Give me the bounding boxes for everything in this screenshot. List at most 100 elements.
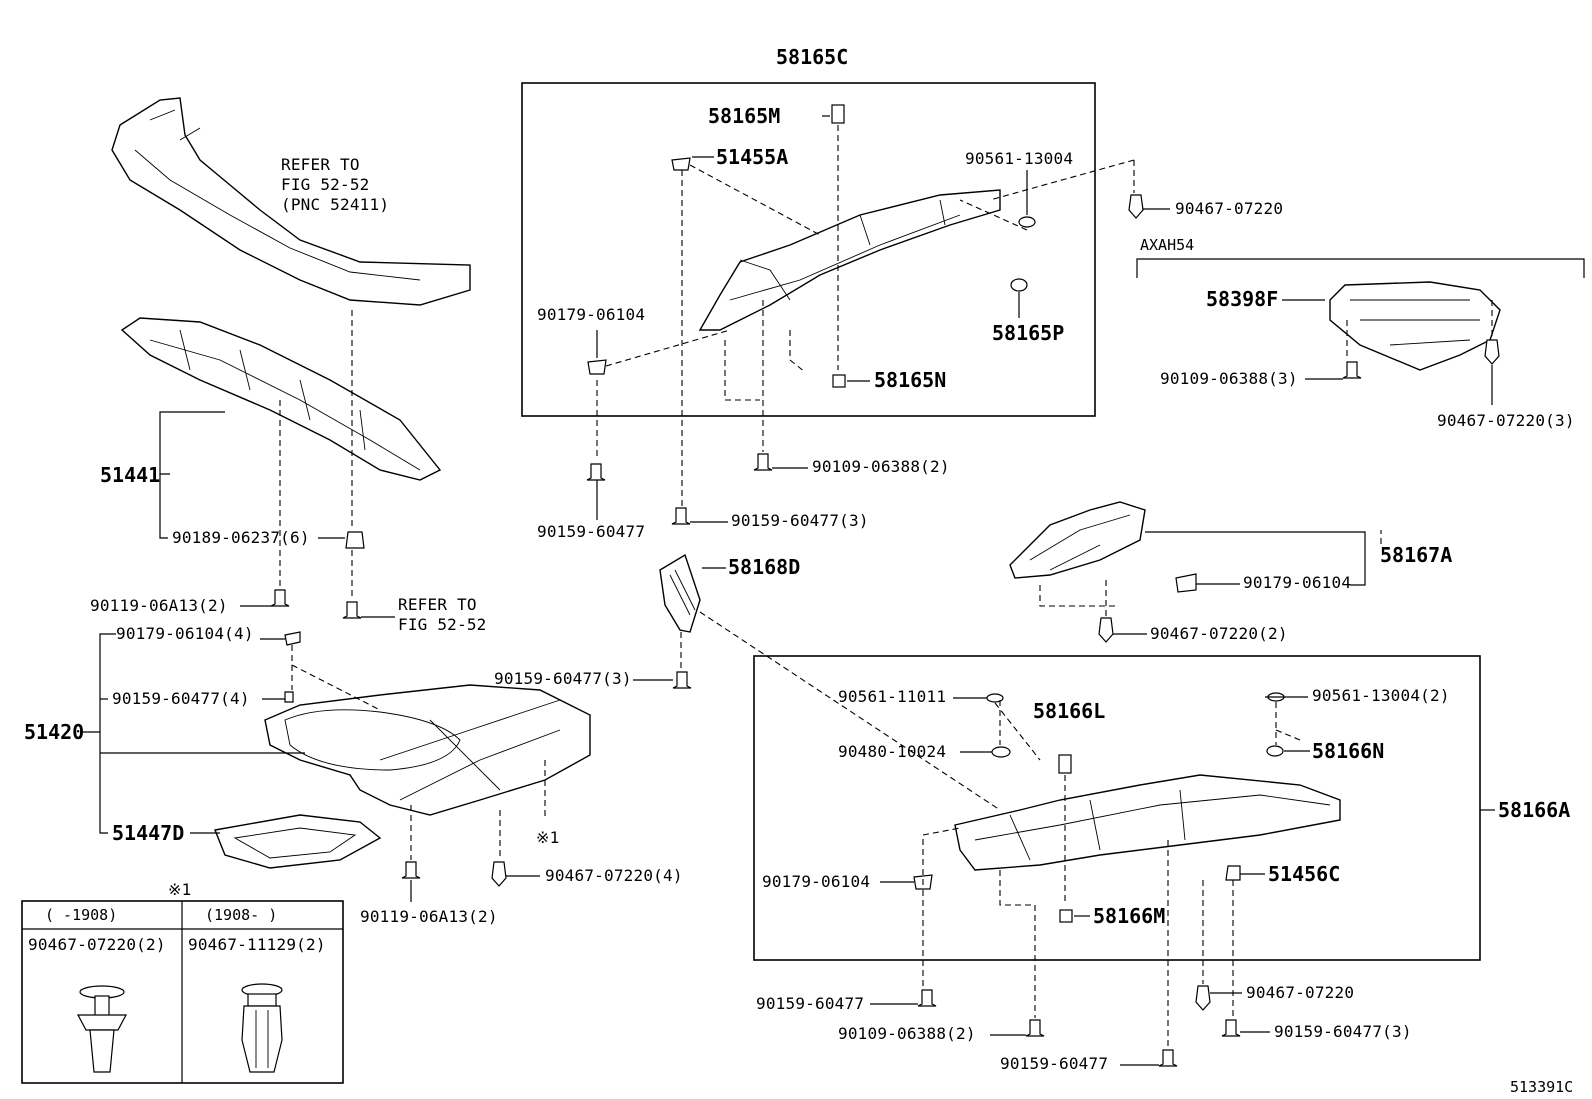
- cover-58165C-part: [698, 189, 1001, 331]
- bolt-90159-60477-bl: [917, 989, 937, 1007]
- fastener-51455A: [671, 157, 691, 171]
- clip-illustration-11129: [241, 983, 283, 1073]
- label-90159-60477-3-br: 90159-60477(3): [1274, 1022, 1412, 1041]
- table-col1-head: ( -1908): [45, 906, 117, 924]
- bolt-90159-60477-bc: [1158, 1049, 1178, 1067]
- label-90109-06388-2-bot: 90109-06388(2): [838, 1024, 976, 1043]
- table-col1-part: 90467-07220(2): [28, 935, 166, 954]
- label-51456C: 51456C: [1268, 862, 1340, 886]
- label-58165C: 58165C: [776, 45, 848, 69]
- assembly-dashed-lines: [279, 125, 1493, 1048]
- fastener-90467-07220-top: [1128, 194, 1144, 219]
- bolt-90159-60477-left: [586, 463, 606, 481]
- label-90561-13004-2: 90561-13004(2): [1312, 686, 1450, 705]
- label-90159-60477-3-mid: 90159-60477(3): [731, 511, 869, 530]
- label-90467-07220-2: 90467-07220(2): [1150, 624, 1288, 643]
- label-58398F: 58398F: [1206, 287, 1278, 311]
- clip-90189-06237-6: [345, 531, 365, 549]
- bolt-90159-60477-3-mid: [671, 507, 691, 525]
- label-90189-06237-6: 90189-06237(6): [172, 528, 310, 547]
- label-refer1-line1: REFER TO: [281, 155, 360, 174]
- under-cover-51420-part: [264, 684, 591, 816]
- label-refer1-line3: (PNC 52411): [281, 195, 389, 214]
- bolt-90159-60477-3-br: [1221, 1019, 1241, 1037]
- table-col2-head: (1908- ): [205, 906, 277, 924]
- fastener-58166N: [1266, 745, 1284, 757]
- clip-90467-07220-3: [1484, 339, 1500, 365]
- bolt-90109-06388-2-top: [753, 453, 773, 471]
- label-58168D: 58168D: [728, 555, 800, 579]
- fastener-58166M: [1059, 909, 1073, 923]
- label-58165P: 58165P: [992, 321, 1064, 345]
- bolt-90119-06A13-2-top: [270, 589, 290, 607]
- label-axah54: AXAH54: [1140, 236, 1194, 254]
- bolt-90119-06A13-2-bot: [401, 861, 421, 879]
- label-90109-06388-2-top: 90109-06388(2): [812, 457, 950, 476]
- guard-58168D-part: [659, 553, 701, 633]
- fastener-58165N: [832, 374, 846, 388]
- cover-58167A-part: [1009, 501, 1146, 579]
- label-90119-06A13-2-top: 90119-06A13(2): [90, 596, 228, 615]
- table-col2-part: 90467-11129(2): [188, 935, 326, 954]
- label-90561-11011: 90561-11011: [838, 687, 946, 706]
- table-title: ※1: [168, 880, 191, 899]
- leader-lines: [82, 115, 1495, 1066]
- fastener-90179-06104-4: [284, 631, 301, 646]
- fastener-90179-06104-right: [1175, 573, 1197, 593]
- label-90179-06104-right: 90179-06104: [1243, 573, 1351, 592]
- label-51441: 51441: [100, 463, 160, 487]
- under-cover-58166A-part: [954, 774, 1341, 871]
- label-note-mark: ※1: [536, 828, 559, 847]
- bolt-refer-fig-52-52: [342, 601, 362, 619]
- bumper-cover-part: [111, 97, 471, 306]
- clip-illustration-07220: [77, 985, 127, 1073]
- cover-58398F-part: [1329, 281, 1501, 371]
- label-90179-06104-lower: 90179-06104: [762, 872, 870, 891]
- bolt-90109-06388-2-bot: [1025, 1019, 1045, 1037]
- fastener-90179-06104-box: [587, 359, 607, 375]
- label-51447D: 51447D: [112, 821, 184, 845]
- label-90467-07220-4: 90467-07220(4): [545, 866, 683, 885]
- bolt-90109-06388-3: [1342, 361, 1362, 379]
- box-58165C: [521, 82, 1096, 417]
- label-58166L: 58166L: [1033, 699, 1105, 723]
- label-refer2-line2: FIG 52-52: [398, 615, 487, 634]
- fastener-58165P: [1010, 278, 1028, 292]
- label-51455A: 51455A: [716, 145, 788, 169]
- fastener-90561-11011: [986, 693, 1004, 703]
- absorber-51441-part: [120, 317, 442, 481]
- fastener-90561-13004: [1018, 216, 1036, 228]
- label-58165M: 58165M: [708, 104, 780, 128]
- fastener-51456C: [1225, 865, 1241, 881]
- label-90561-13004: 90561-13004: [965, 149, 1073, 168]
- label-90159-60477-4: 90159-60477(4): [112, 689, 250, 708]
- label-refer2-line1: REFER TO: [398, 595, 477, 614]
- label-58166A: 58166A: [1498, 798, 1570, 822]
- label-90467-07220-br: 90467-07220: [1246, 983, 1354, 1002]
- label-refer1-line2: FIG 52-52: [281, 175, 370, 194]
- fastener-58166L: [1058, 754, 1072, 774]
- clip-90467-07220-br: [1195, 985, 1211, 1011]
- label-90179-06104-4: 90179-06104(4): [116, 624, 254, 643]
- bracket-axah54: [1136, 258, 1585, 278]
- clip-90467-07220-4: [491, 861, 507, 887]
- label-58166M: 58166M: [1093, 904, 1165, 928]
- label-90159-60477-bc: 90159-60477: [1000, 1054, 1108, 1073]
- label-90467-07220-3: 90467-07220(3): [1437, 411, 1575, 430]
- label-58166N: 58166N: [1312, 739, 1384, 763]
- label-51420: 51420: [24, 720, 84, 744]
- label-90159-60477-left: 90159-60477: [537, 522, 645, 541]
- label-90159-60477-bl: 90159-60477: [756, 994, 864, 1013]
- label-58167A: 58167A: [1380, 543, 1452, 567]
- bolt-90159-60477-3-lower: [672, 671, 692, 689]
- seal-51447D-part: [214, 814, 382, 869]
- label-90467-07220-top: 90467-07220: [1175, 199, 1283, 218]
- label-90159-60477-3-lower: 90159-60477(3): [494, 669, 632, 688]
- label-90480-10024: 90480-10024: [838, 742, 946, 761]
- footnote-table: [21, 900, 344, 1084]
- label-90119-06A13-2-bot: 90119-06A13(2): [360, 907, 498, 926]
- fastener-58165M: [831, 104, 845, 124]
- box-58166A: [753, 655, 1481, 961]
- bolt-90159-60477-4: [284, 691, 294, 703]
